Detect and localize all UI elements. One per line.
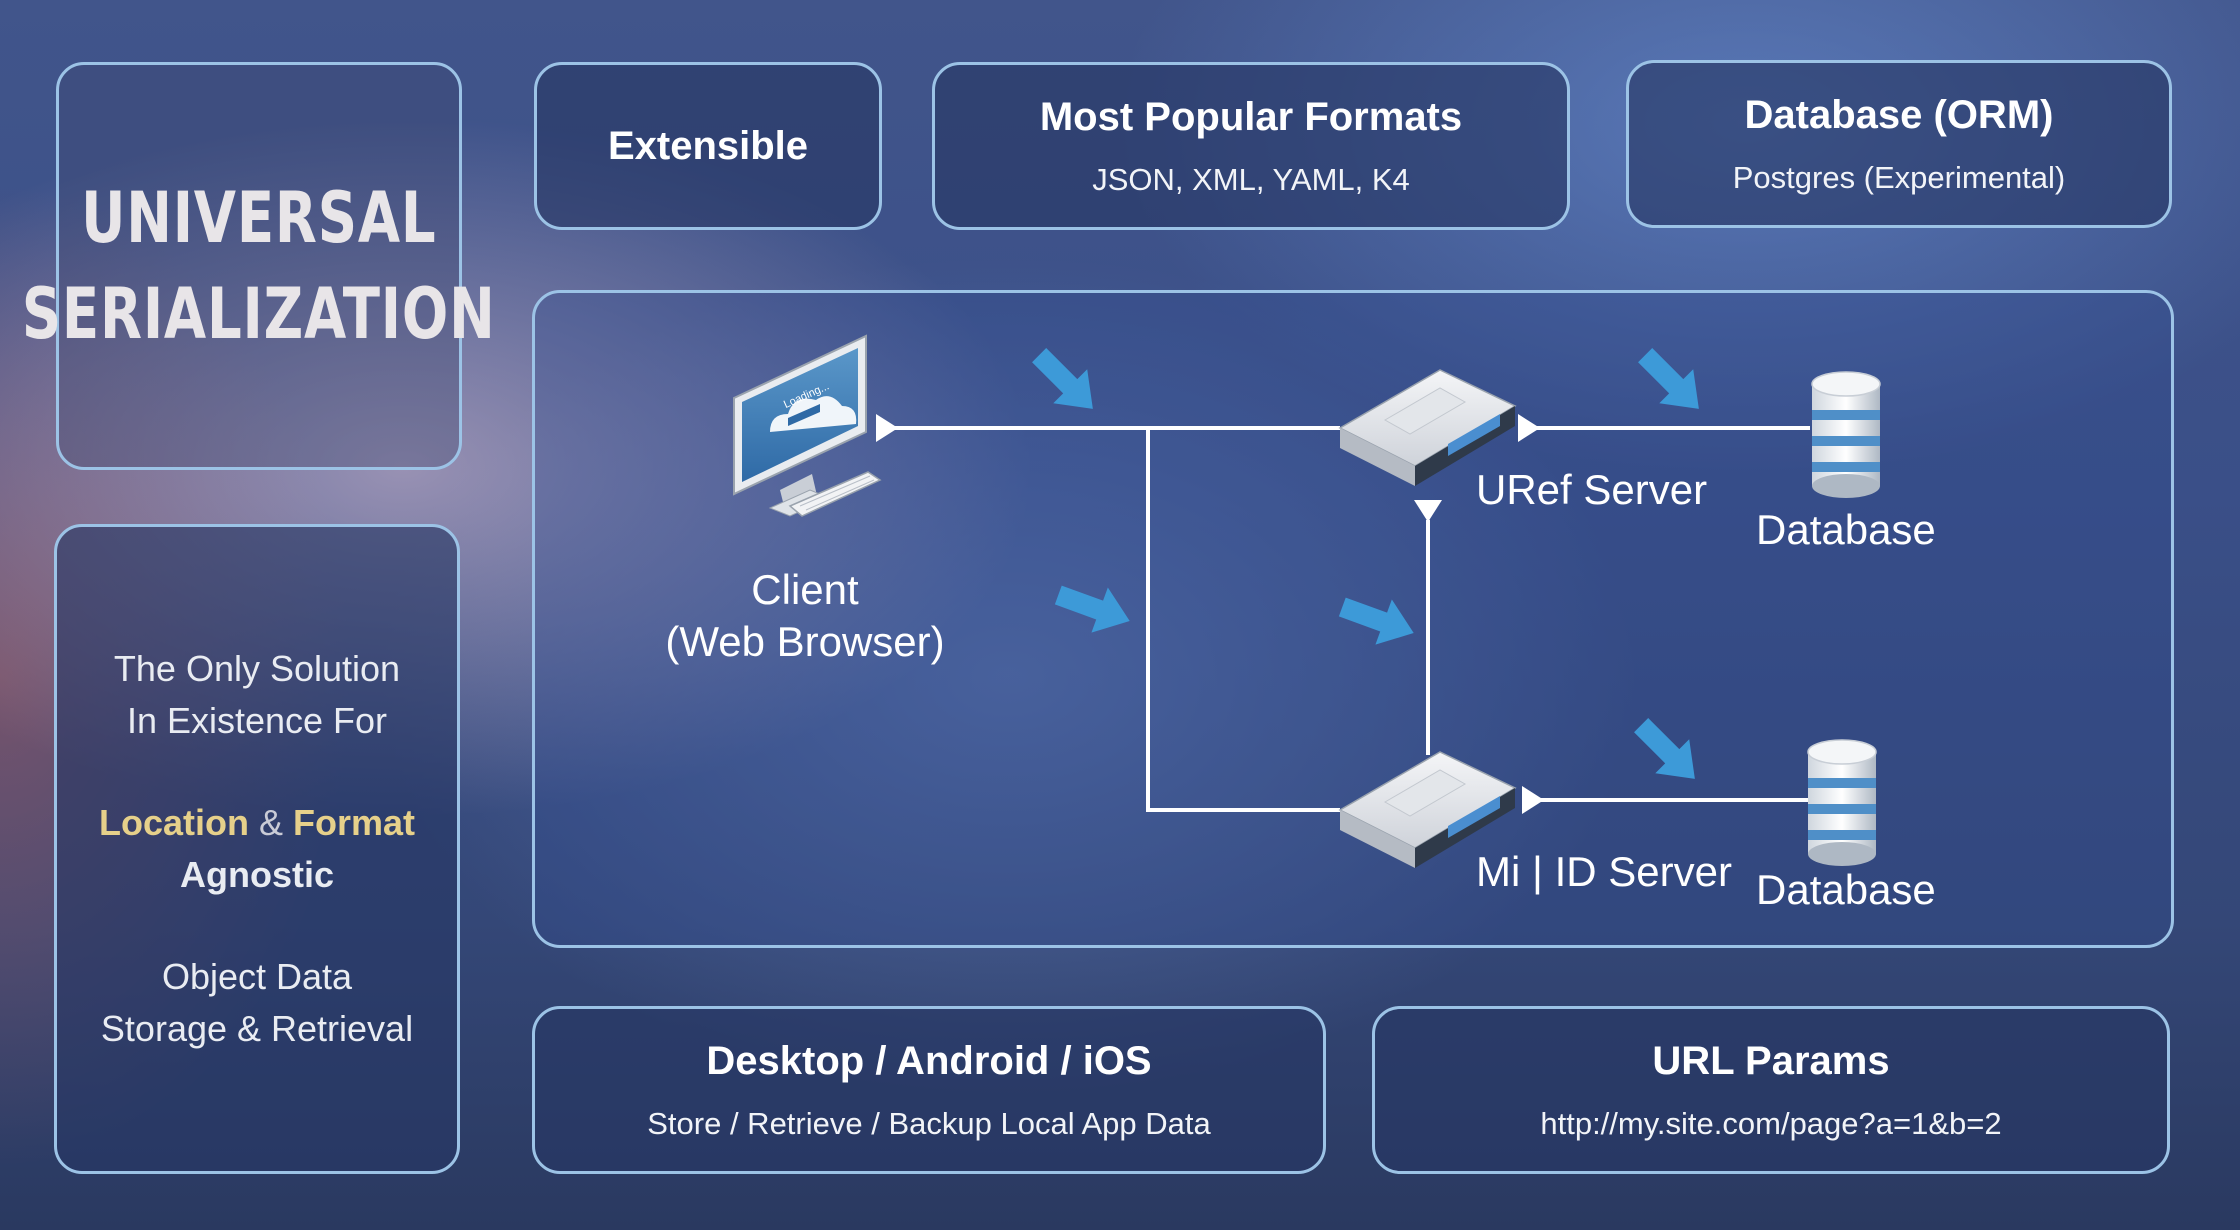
description-line-2: In Existence For xyxy=(126,700,388,741)
agnostic-line: Location & Format xyxy=(99,797,415,849)
arrow-icon xyxy=(1032,348,1093,409)
client-to-mi-line xyxy=(1146,428,1340,812)
uref-arrowhead xyxy=(1518,414,1540,442)
database-icon-2 xyxy=(1807,739,1877,866)
extensible-label: Extensible xyxy=(607,123,809,168)
client-label: Client (Web Browser) xyxy=(640,564,970,668)
client-arrowhead xyxy=(876,414,898,442)
extensible-box: Extensible xyxy=(534,62,882,230)
url-params-sub: http://my.site.com/page?a=1&b=2 xyxy=(1540,1105,2002,1141)
formats-list: JSON, XML, YAML, K4 xyxy=(1092,161,1410,197)
mi-id-server-label: Mi | ID Server xyxy=(1476,848,1732,895)
url-params-box: URL Params http://my.site.com/page?a=1&b… xyxy=(1372,1006,2170,1174)
arrow-icon xyxy=(1634,718,1695,779)
platforms-box: Desktop / Android / iOS Store / Retrieve… xyxy=(532,1006,1326,1174)
uref-server-icon xyxy=(1338,369,1517,486)
platforms-title: Desktop / Android / iOS xyxy=(706,1038,1152,1083)
mi-id-server-icon xyxy=(1338,751,1517,868)
description-line-5: Object Data xyxy=(161,956,353,997)
direction-arrows xyxy=(1032,348,1699,779)
uref-down-arrowhead xyxy=(1414,500,1442,522)
client-label-line-1: Client xyxy=(751,566,859,613)
location-word: Location xyxy=(98,802,249,843)
format-word: Format xyxy=(293,802,416,843)
uref-server-label: URef Server xyxy=(1476,466,1708,513)
title-line-2: SERIALIZATION xyxy=(22,273,496,355)
description-line-1: The Only Solution xyxy=(113,648,401,689)
agnostic-word: Agnostic xyxy=(179,854,334,895)
database-label-1: Database xyxy=(1756,506,1936,553)
title-box: UNIVERSAL SERIALIZATION xyxy=(22,62,495,470)
formats-box: Most Popular Formats JSON, XML, YAML, K4 xyxy=(932,62,1570,230)
connection-lines xyxy=(892,426,1810,812)
description-box: The Only Solution In Existence For Locat… xyxy=(54,524,460,1174)
arrow-icon xyxy=(1638,348,1699,409)
ampersand: & xyxy=(258,802,283,843)
database-orm-sub: Postgres (Experimental) xyxy=(1732,159,2066,195)
description-line-6: Storage & Retrieval xyxy=(100,1008,414,1049)
title-line-1: UNIVERSAL xyxy=(81,177,437,259)
arrow-icon xyxy=(1054,585,1130,633)
database-orm-box: Database (ORM) Postgres (Experimental) xyxy=(1626,60,2172,228)
computer-icon xyxy=(733,334,882,517)
platforms-sub: Store / Retrieve / Backup Local App Data xyxy=(647,1105,1211,1141)
arrow-icon xyxy=(1338,597,1414,645)
arrow-heads xyxy=(876,414,1544,814)
database-label-2: Database xyxy=(1756,866,1936,913)
mi-arrowhead xyxy=(1522,786,1544,814)
url-params-title: URL Params xyxy=(1652,1038,1890,1083)
database-orm-title: Database (ORM) xyxy=(1744,92,2054,137)
database-icon-1 xyxy=(1811,371,1881,498)
formats-title: Most Popular Formats xyxy=(1039,94,1463,139)
client-label-line-2: (Web Browser) xyxy=(665,618,945,665)
